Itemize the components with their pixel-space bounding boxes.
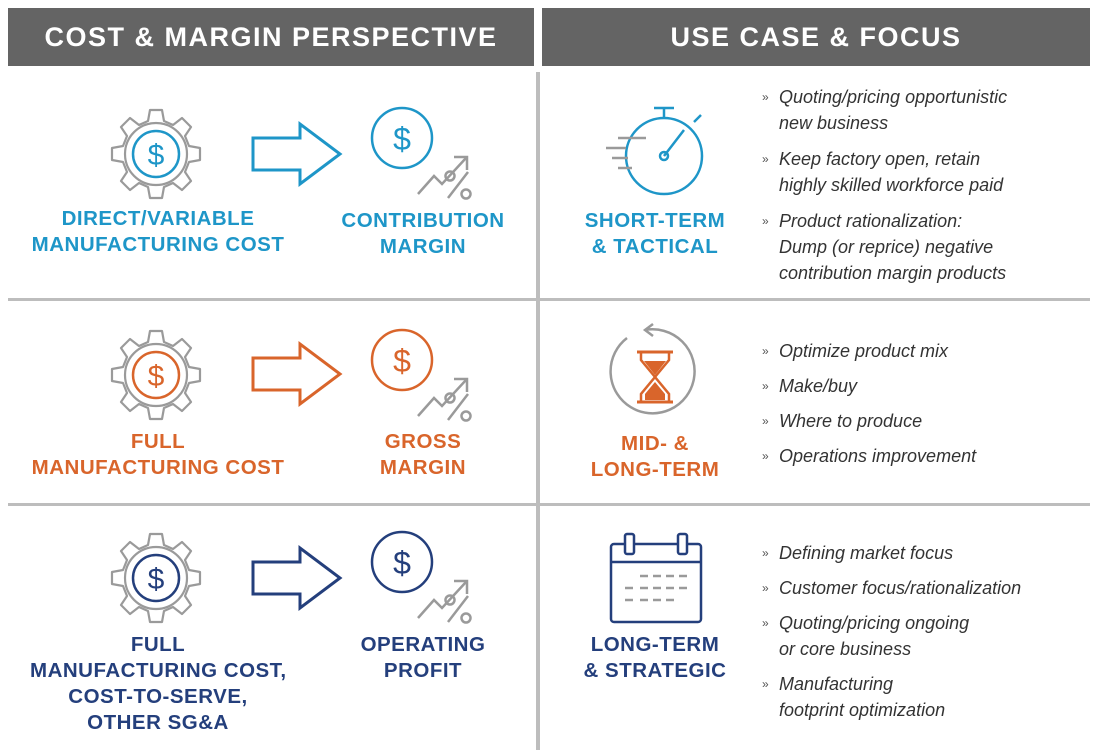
- header-use-case-focus: USE CASE & FOCUS: [542, 8, 1090, 66]
- arrow-right-icon: [251, 341, 343, 407]
- gear-dollar-icon: $: [110, 108, 202, 200]
- bullet-list-row3: Defining market focus Customer focus/rat…: [762, 540, 1021, 723]
- svg-text:$: $: [393, 545, 411, 581]
- horizon-label-row1: SHORT-TERM& TACTICAL: [584, 209, 726, 258]
- dollar-percent-icon: $: [370, 106, 472, 200]
- list-item: Defining market focus: [762, 540, 1021, 566]
- arrow-right-icon: [251, 121, 343, 187]
- gear-dollar-icon: $: [110, 532, 202, 624]
- list-item: Optimize product mix: [762, 338, 976, 364]
- row-divider-2: [8, 503, 1090, 506]
- dollar-percent-icon: $: [370, 530, 472, 624]
- svg-text:$: $: [393, 343, 411, 379]
- list-item: Product rationalization:Dump (or reprice…: [762, 208, 1007, 286]
- list-item: Customer focus/rationalization: [762, 575, 1021, 601]
- hourglass-icon: [609, 323, 696, 415]
- svg-text:$: $: [148, 360, 165, 393]
- horizon-label-row3: LONG-TERM& STRATEGIC: [583, 633, 727, 682]
- calendar-icon: [609, 532, 703, 624]
- svg-text:$: $: [148, 139, 165, 172]
- bullet-list-row2: Optimize product mix Make/buy Where to p…: [762, 338, 976, 469]
- column-divider: [536, 72, 540, 750]
- gear-dollar-icon: $: [110, 329, 202, 421]
- svg-text:$: $: [393, 121, 411, 157]
- list-item: Make/buy: [762, 373, 976, 399]
- stopwatch-icon: [606, 106, 704, 196]
- header-cost-margin-perspective: COST & MARGIN PERSPECTIVE: [8, 8, 534, 66]
- svg-text:$: $: [148, 563, 165, 596]
- list-item: Where to produce: [762, 408, 976, 434]
- horizon-label-row2: MID- &LONG-TERM: [590, 432, 720, 481]
- row-divider-1: [8, 298, 1090, 301]
- list-item: Operations improvement: [762, 443, 976, 469]
- arrow-right-icon: [251, 545, 343, 611]
- dollar-percent-icon: $: [370, 328, 472, 422]
